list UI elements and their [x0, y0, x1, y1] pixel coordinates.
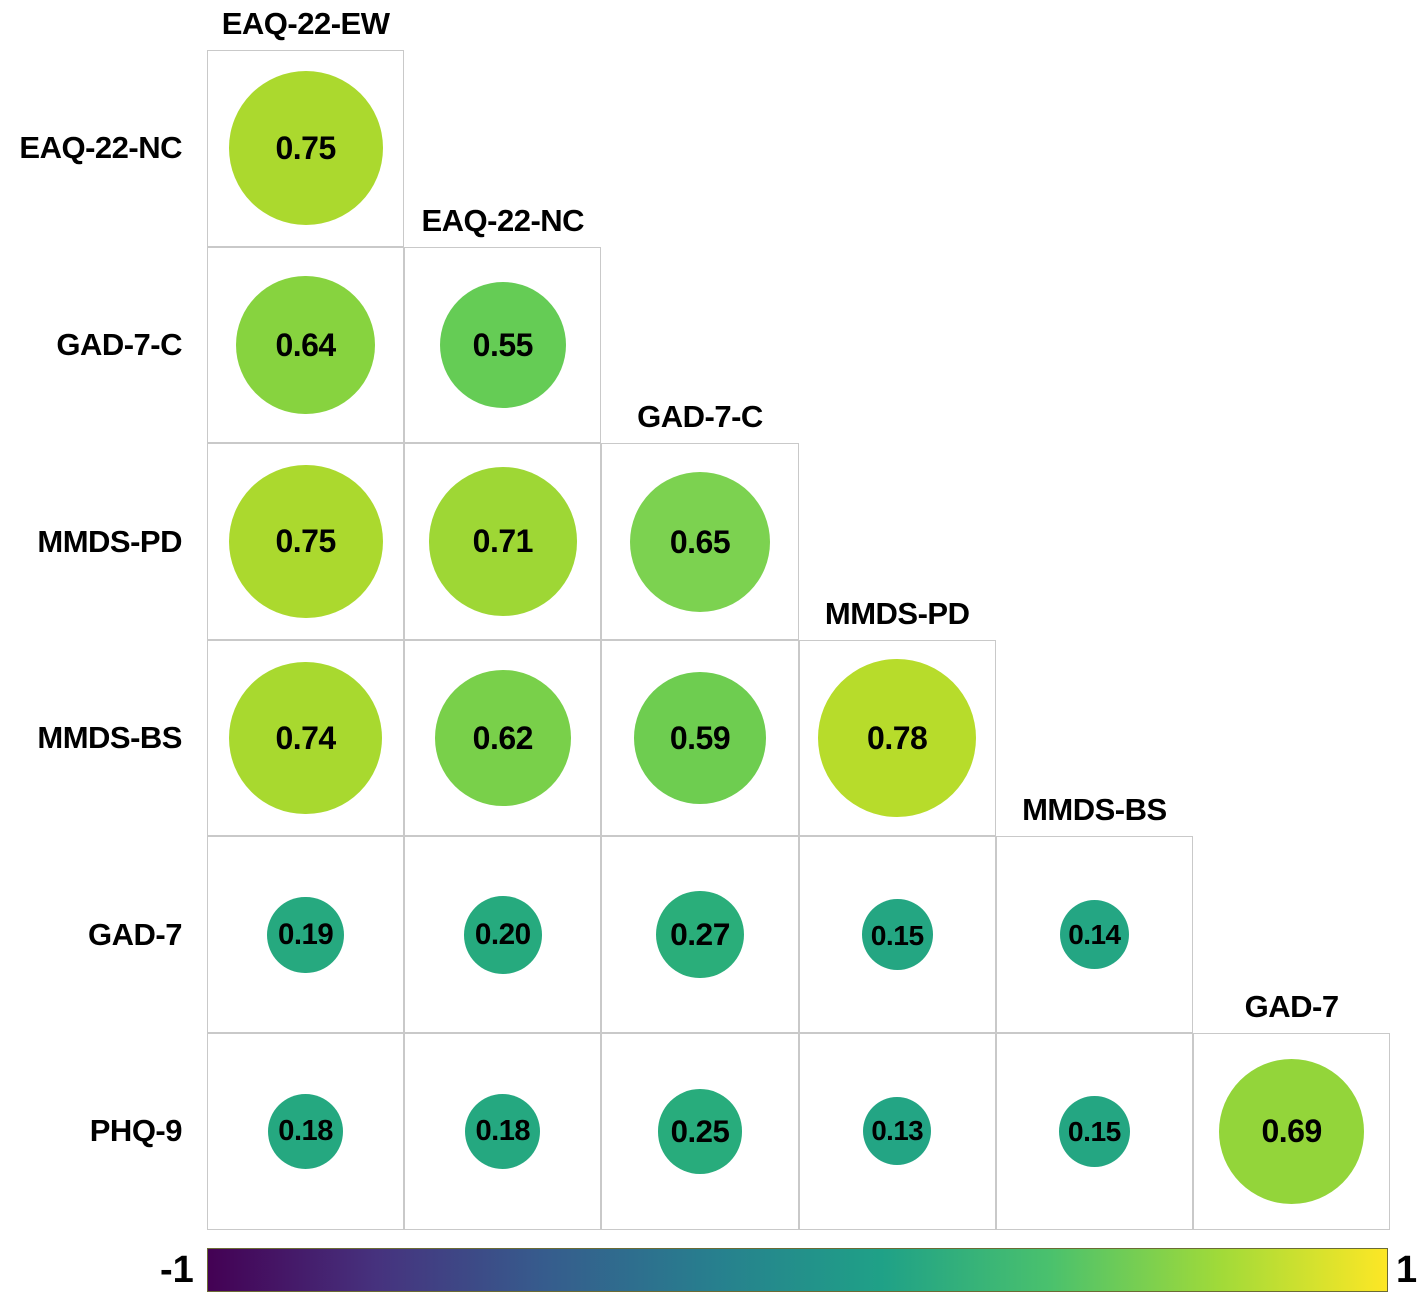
- correlation-bubble: 0.27: [656, 891, 744, 979]
- correlation-value: 0.15: [870, 918, 924, 951]
- column-header-gad-7-c: GAD-7-C: [637, 399, 763, 435]
- correlation-bubble: 0.75: [228, 464, 383, 619]
- correlation-value: 0.55: [472, 326, 534, 363]
- matrix-cell: [207, 639, 405, 837]
- colorbar-gradient: [207, 1248, 1388, 1292]
- correlation-bubble: 0.64: [236, 275, 375, 415]
- colorbar-max-label: 1: [1396, 1249, 1417, 1291]
- matrix-cell: [207, 50, 405, 247]
- correlation-bubble: 0.59: [634, 672, 766, 804]
- matrix-cell: [1193, 1033, 1391, 1230]
- matrix-cell: [404, 639, 602, 837]
- matrix-cell: [798, 1033, 996, 1230]
- correlation-value: 0.75: [275, 523, 336, 560]
- correlation-bubble: 0.55: [439, 281, 566, 408]
- correlation-value: 0.62: [472, 720, 534, 757]
- correlation-bubble: 0.74: [229, 661, 382, 815]
- correlation-value: 0.78: [867, 720, 928, 757]
- matrix-cell: [798, 639, 996, 837]
- correlation-value: 0.18: [278, 1114, 333, 1147]
- matrix-cell: [207, 836, 405, 1033]
- correlation-bubble: 0.15: [1059, 1095, 1130, 1167]
- row-label-phq-9: PHQ-9: [89, 1113, 183, 1149]
- correlation-value: 0.71: [472, 523, 534, 560]
- matrix-cell: [404, 1033, 602, 1230]
- correlation-value: 0.65: [669, 523, 731, 560]
- column-header-mmds-pd: MMDS-PD: [824, 595, 970, 631]
- correlation-value: 0.15: [1067, 1115, 1121, 1148]
- correlation-bubble: 0.25: [657, 1088, 743, 1174]
- correlation-value: 0.13: [871, 1115, 924, 1147]
- correlation-value: 0.14: [1068, 918, 1121, 950]
- correlation-bubble: 0.71: [428, 467, 577, 616]
- correlation-bubble: 0.19: [267, 896, 344, 973]
- correlation-value: 0.20: [474, 917, 531, 951]
- correlation-value: 0.27: [670, 915, 730, 952]
- column-header-eaq-22-ew: EAQ-22-EW: [221, 6, 390, 41]
- matrix-cell: [601, 639, 799, 837]
- matrix-cell: [601, 443, 799, 640]
- matrix-cell: [207, 246, 405, 444]
- matrix-cell: [404, 443, 602, 640]
- correlation-value: 0.74: [275, 720, 336, 757]
- correlation-bubble: 0.65: [630, 471, 770, 612]
- correlation-bubble: 0.20: [463, 895, 542, 974]
- matrix-cell: [798, 836, 996, 1033]
- row-label-gad-7-c: GAD-7-C: [56, 326, 182, 362]
- correlation-bubble: 0.18: [268, 1093, 344, 1169]
- row-label-eaq-22-nc: EAQ-22-NC: [19, 130, 182, 166]
- correlation-bubble: 0.69: [1218, 1058, 1365, 1205]
- matrix-cell: [207, 1033, 405, 1230]
- correlation-value: 0.59: [669, 720, 731, 757]
- correlation-value: 0.75: [275, 130, 336, 167]
- correlation-value: 0.64: [275, 326, 336, 363]
- colorbar-min-label: -1: [160, 1249, 194, 1291]
- correlation-bubble: 0.13: [863, 1097, 932, 1166]
- row-label-mmds-pd: MMDS-PD: [37, 523, 182, 559]
- correlation-value: 0.25: [670, 1113, 730, 1149]
- matrix-cell: [601, 1033, 799, 1230]
- matrix-cell: [601, 836, 799, 1033]
- matrix-cell: [995, 836, 1193, 1033]
- column-header-gad-7: GAD-7: [1244, 989, 1339, 1024]
- correlation-bubble: 0.75: [228, 71, 383, 226]
- correlation-bubble: 0.18: [465, 1093, 541, 1169]
- correlation-value: 0.18: [475, 1114, 531, 1147]
- column-header-eaq-22-nc: EAQ-22-NC: [421, 202, 585, 238]
- correlation-bubble: 0.14: [1059, 900, 1130, 970]
- correlation-bubble: 0.78: [818, 659, 977, 818]
- row-label-mmds-bs: MMDS-BS: [37, 720, 182, 756]
- column-header-mmds-bs: MMDS-BS: [1022, 792, 1167, 828]
- correlation-bubble: 0.62: [434, 670, 571, 807]
- matrix-cell: [207, 443, 405, 640]
- matrix-cell: [404, 836, 602, 1033]
- correlation-bubble: 0.15: [861, 899, 933, 971]
- correlation-value: 0.69: [1261, 1113, 1322, 1150]
- matrix-cell: [404, 246, 602, 444]
- row-label-gad-7: GAD-7: [88, 916, 182, 952]
- correlation-value: 0.19: [277, 917, 334, 951]
- matrix-cell: [995, 1033, 1193, 1230]
